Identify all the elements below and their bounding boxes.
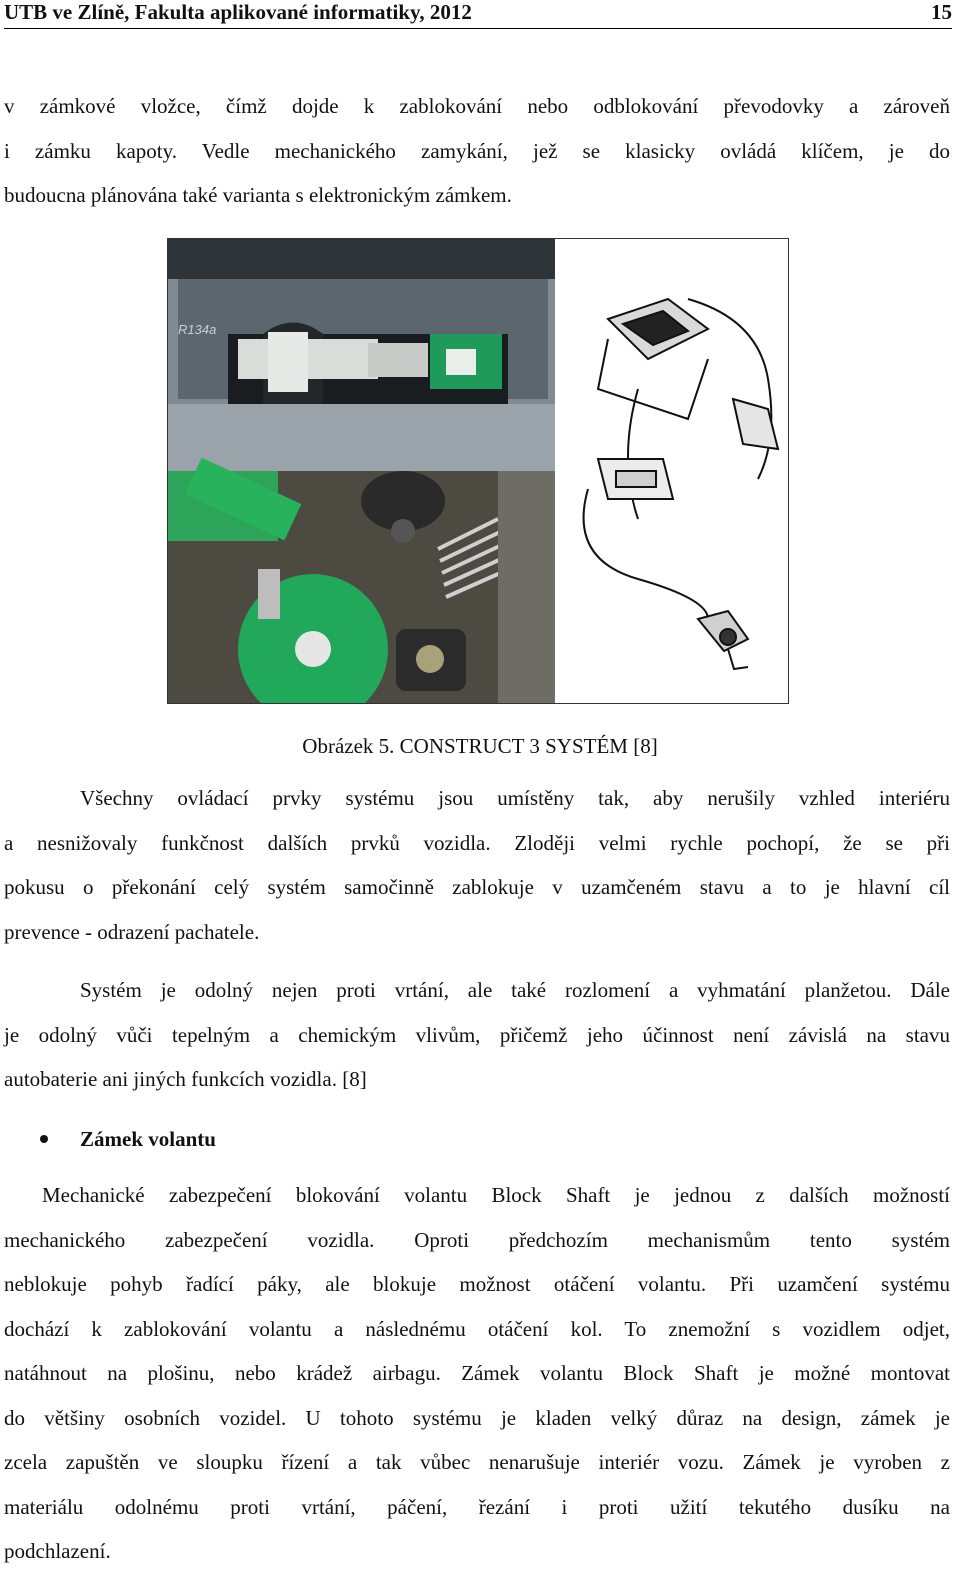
paragraph-line: pokusu o překonání celý systém samočinně… bbox=[4, 875, 950, 899]
schematic-drawing bbox=[555, 239, 788, 703]
paragraph-line: mechanického zabezpečení vozidla. Oproti… bbox=[4, 1227, 950, 1252]
figure-caption-text: Obrázek 5. CONSTRUCT 3 SYSTÉM [8] bbox=[302, 734, 658, 758]
page-number: 15 bbox=[931, 0, 952, 24]
figure-caption: Obrázek 5. CONSTRUCT 3 SYSTÉM [8] bbox=[0, 728, 960, 764]
photo-label: R134a bbox=[178, 322, 216, 337]
paragraph-line: a nesnižovaly funkčnost dalších prvků vo… bbox=[4, 830, 950, 855]
paragraph-line: autobaterie ani jiných funkcích vozidla.… bbox=[4, 1067, 367, 1091]
paragraph-line: materiálu odolnému proti vrtání, páčení,… bbox=[4, 1494, 950, 1519]
header-title: UTB ve Zlíně, Fakulta aplikované informa… bbox=[4, 0, 472, 24]
paragraph-line: natáhnout na plošinu, nebo krádež airbag… bbox=[4, 1361, 950, 1385]
figure-construct-3: R134a bbox=[167, 238, 789, 704]
paragraph-line: zcela zapuštěn ve sloupku řízení a tak v… bbox=[4, 1450, 950, 1474]
page-header: UTB ve Zlíně, Fakulta aplikované informa… bbox=[4, 0, 952, 29]
paragraph-line: do většiny osobních vozidel. U tohoto sy… bbox=[4, 1405, 950, 1430]
paragraph-line: i zámku kapoty. Vedle mechanického zamyk… bbox=[4, 138, 950, 163]
paragraph-line-text: Systém je odolný nejen proti vrtání, ale… bbox=[80, 978, 950, 1002]
paragraph-line: Systém je odolný nejen proti vrtání, ale… bbox=[4, 968, 950, 1013]
paragraph-line: budoucna plánována také varianta s elekt… bbox=[4, 183, 512, 207]
paragraph-line: Mechanické zabezpečení blokování volantu… bbox=[4, 1173, 950, 1218]
photo-green-mechanism bbox=[168, 457, 555, 703]
paragraph-line: je odolný vůči tepelným a chemickým vliv… bbox=[4, 1022, 950, 1047]
paragraph-line: Všechny ovládací prvky systému jsou umís… bbox=[4, 776, 950, 821]
paragraph-line-text: Všechny ovládací prvky systému jsou umís… bbox=[80, 786, 950, 810]
paragraph-line: dochází k zablokování volantu a následné… bbox=[4, 1316, 950, 1341]
paragraph-4: Mechanické zabezpečení blokování volantu… bbox=[4, 1173, 950, 1574]
figure-image: R134a bbox=[168, 239, 788, 703]
paragraph-line: v zámkové vložce, čímž dojde k zabloková… bbox=[4, 94, 950, 118]
photo-lock-insert: R134a bbox=[168, 239, 555, 471]
paragraph-2: Všechny ovládací prvky systému jsou umís… bbox=[4, 776, 950, 954]
bullet-heading-text: Zámek volantu bbox=[80, 1127, 216, 1151]
paragraph-line: prevence - odrazení pachatele. bbox=[4, 919, 260, 944]
paragraph-line-text: Mechanické zabezpečení blokování volantu… bbox=[42, 1183, 950, 1207]
paragraph-line: podchlazení. bbox=[4, 1539, 111, 1563]
paragraph-1: v zámkové vložce, čímž dojde k zabloková… bbox=[4, 84, 950, 218]
paragraph-line: neblokuje pohyb řadící páky, ale blokuje… bbox=[4, 1272, 950, 1296]
paragraph-3: Systém je odolný nejen proti vrtání, ale… bbox=[4, 968, 950, 1102]
bullet-icon bbox=[40, 1135, 48, 1143]
